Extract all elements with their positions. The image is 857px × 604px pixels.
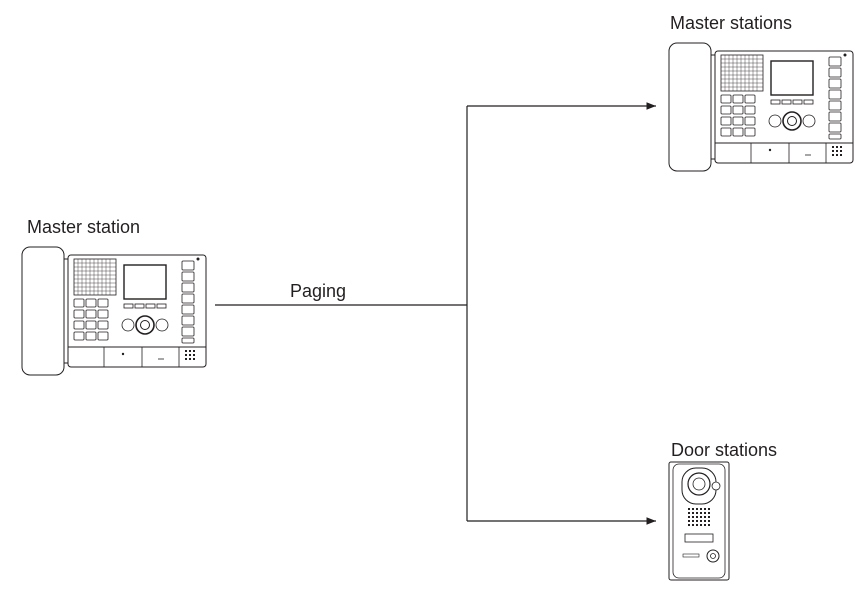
paging-connection xyxy=(215,102,656,525)
master-stations-label: Master stations xyxy=(670,13,793,33)
source-master-station-icon xyxy=(21,246,207,376)
paging-label: Paging xyxy=(290,281,347,301)
target-master-station-icon xyxy=(668,42,854,172)
door-station-icon xyxy=(668,461,730,581)
source-station-label: Master station xyxy=(27,217,141,237)
door-stations-label: Door stations xyxy=(671,440,778,460)
